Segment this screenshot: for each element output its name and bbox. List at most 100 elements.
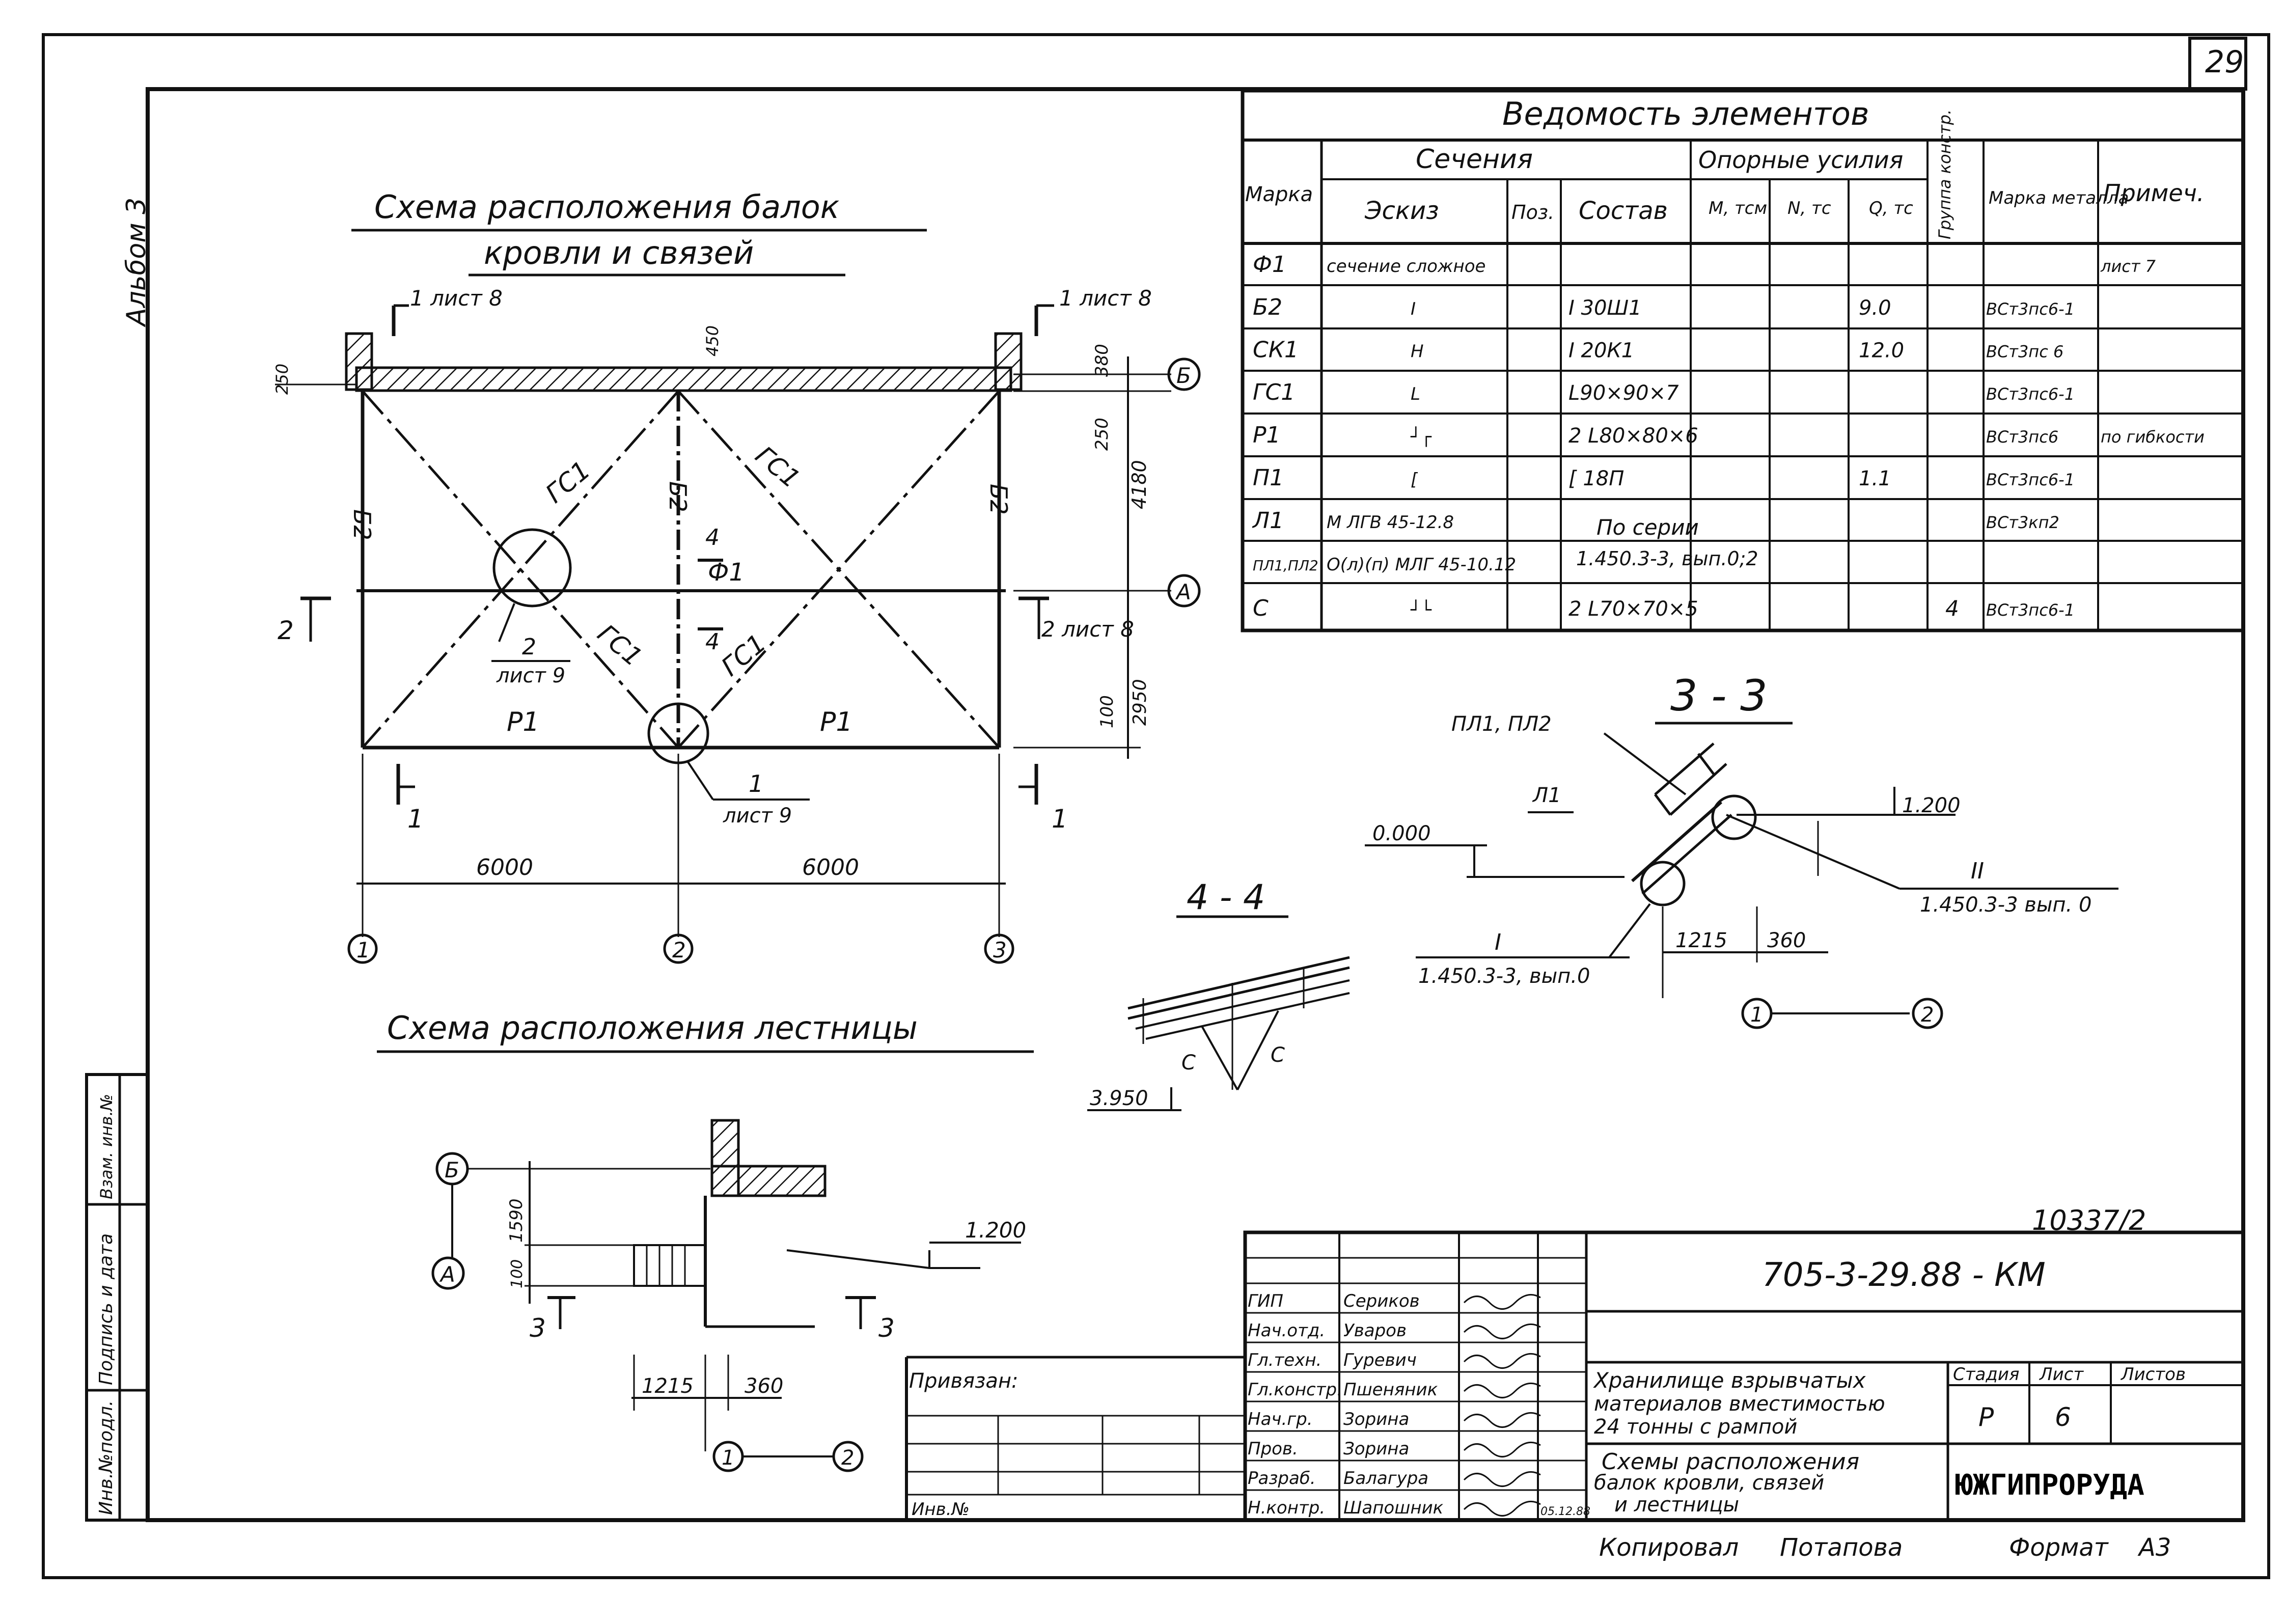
format-value: А3 (2137, 1533, 2171, 1562)
axis-3: 3 (993, 938, 1007, 962)
th-n: N, тс (1787, 198, 1831, 218)
section-1-top-left: 1 лист 8 (410, 286, 503, 311)
bound-label: Привязан: (909, 1369, 1018, 1393)
stamp-role: Гл.констр. (1248, 1380, 1342, 1400)
th-q: Q, тс (1869, 198, 1913, 218)
stair-axis-1: 1 (722, 1446, 734, 1470)
axis-A: А (1175, 580, 1191, 604)
table-cell-composition: I 30Ш1 (1568, 296, 1642, 320)
section-33-pl-label: ПЛ1, ПЛ2 (1451, 712, 1552, 736)
sheet-frame: 29 (42, 33, 2270, 1579)
section-33-ref-i: 1.450.3-3, вып.0 (1418, 965, 1590, 988)
table-title: Ведомость элементов (1502, 95, 1869, 132)
side-stamp-sign: Подпись и дата (96, 1233, 117, 1385)
table-cell-q: 1.1 (1859, 467, 1891, 490)
table-cell-q: 9.0 (1859, 296, 1891, 320)
series-line-1: По серии (1596, 515, 1699, 540)
stair-title: Схема расположения лестницы (387, 1009, 918, 1047)
stamp-role: Пров. (1248, 1439, 1298, 1459)
stamp-name: Зорина (1343, 1439, 1409, 1459)
table-cell-sketch: М ЛГВ 45-12.8 (1327, 512, 1454, 533)
section-33-ref-ii-mark: II (1971, 858, 1984, 884)
stamp-name: Балагура (1343, 1468, 1428, 1489)
signature-mark (1463, 1500, 1541, 1517)
side-stamp: Инв.№подл. Подпись и дата Взам. инв.№ Ал… (85, 198, 152, 1522)
table-cell-sketch: [ (1411, 470, 1418, 490)
series-line-2: 1.450.3-3, вып.0;2 (1576, 547, 1758, 570)
stair-section-left: 3 (530, 1313, 546, 1343)
stamp-name: Шапошник (1343, 1498, 1444, 1518)
section-4-top: 4 (705, 525, 720, 550)
signature-mark (1463, 1353, 1541, 1369)
label-p1-right: Р1 (820, 707, 852, 737)
stage-value: Р (1978, 1402, 1994, 1432)
table-cell-sketch: О(л)(п) МЛГ 45-10.12 (1327, 555, 1516, 575)
table-cell-q: 12.0 (1859, 339, 1904, 362)
stair-axis-B: Б (445, 1158, 459, 1182)
table-cell-sketch: H (1411, 341, 1424, 362)
signature-mark (1463, 1293, 1541, 1310)
signature-mark (1463, 1412, 1541, 1428)
dim-2950: 2950 (1130, 679, 1150, 726)
table-cell-note: лист 7 (2100, 257, 2156, 276)
stamp-date: 05.12.88 (1540, 1505, 1590, 1518)
sheets-label: Листов (2120, 1364, 2186, 1385)
th-mark: Марка (1245, 183, 1313, 206)
section-33-axis-2: 2 (1921, 1003, 1934, 1027)
stamp-role: Н.контр. (1248, 1498, 1325, 1518)
stair-dim-100: 100 (508, 1259, 526, 1288)
stamp-name: Сериков (1343, 1291, 1420, 1311)
stair-dim-1590: 1590 (506, 1198, 527, 1243)
label-f1: Ф1 (708, 558, 745, 587)
stamp-name: Пшеняник (1343, 1380, 1438, 1400)
plan-title-2: кровли и связей (484, 234, 754, 271)
table-cell-metal: ВСт3пс6 (1986, 427, 2058, 447)
callout-1-number: 1 (749, 770, 763, 797)
section-1-bottom-right: 1 (1052, 804, 1068, 834)
callout-2-number: 2 (522, 634, 536, 660)
signature-mark (1463, 1323, 1541, 1339)
stair-axis-A: А (439, 1262, 455, 1287)
album-label: Альбом 3 (121, 198, 152, 327)
section-44-c-right: С (1271, 1043, 1285, 1067)
label-gs1-d: ГС1 (715, 628, 772, 682)
elements-table: Ведомость элементов Марка Сечения Эскиз … (1241, 89, 2245, 632)
dim-250-r: 250 (1092, 418, 1112, 451)
stamp-name: Гуревич (1343, 1350, 1417, 1370)
roof-plan: Схема расположения балок кровли и связей… (272, 188, 1201, 964)
th-metal: Марка металла (1989, 188, 2129, 208)
table-cell-composition: 2 L80×80×6 (1568, 424, 1698, 448)
organization: ЮЖГИПРОРУДА (1956, 1469, 2144, 1502)
table-cell-metal: ВСт3пс6-1 (1986, 470, 2075, 489)
object-line-2: материалов вместимостью (1594, 1392, 1885, 1416)
section-44-c-left: С (1181, 1051, 1196, 1075)
page-number: 29 (2205, 44, 2244, 80)
table-cell-mark: Р1 (1253, 422, 1281, 448)
stamp-role: Нач.гр. (1248, 1409, 1313, 1429)
th-pos: Поз. (1511, 201, 1554, 224)
stamp-name: Уваров (1343, 1320, 1407, 1341)
dim-100: 100 (1097, 695, 1117, 728)
th-group: Группа констр. (1935, 109, 1954, 239)
table-cell-note: по гибкости (2101, 427, 2205, 447)
section-33-level-1: 1.200 (1902, 794, 1961, 817)
label-gs1-a: ГС1 (540, 455, 596, 509)
section-44-title: 4 - 4 (1187, 877, 1265, 918)
dim-450: 450 (703, 325, 722, 356)
table-cell-composition: 2 L70×70×5 (1568, 597, 1698, 621)
table-cell-sketch: I (1411, 299, 1416, 319)
sheet-value: 6 (2055, 1402, 2071, 1432)
table-cell-mark: СК1 (1253, 337, 1299, 363)
table-cell-metal: ВСт3пс6-1 (1986, 384, 2075, 404)
table-cell-sketch: сечение сложное (1327, 256, 1485, 277)
section-33-level-0: 0.000 (1372, 822, 1431, 845)
th-composition: Состав (1579, 197, 1668, 225)
axis-1: 1 (356, 938, 370, 962)
th-sketch: Эскиз (1364, 197, 1439, 225)
format-label: Формат (2009, 1533, 2109, 1562)
table-cell-mark: ГС1 (1253, 379, 1295, 405)
section-1-bottom-left: 1 (407, 804, 424, 834)
